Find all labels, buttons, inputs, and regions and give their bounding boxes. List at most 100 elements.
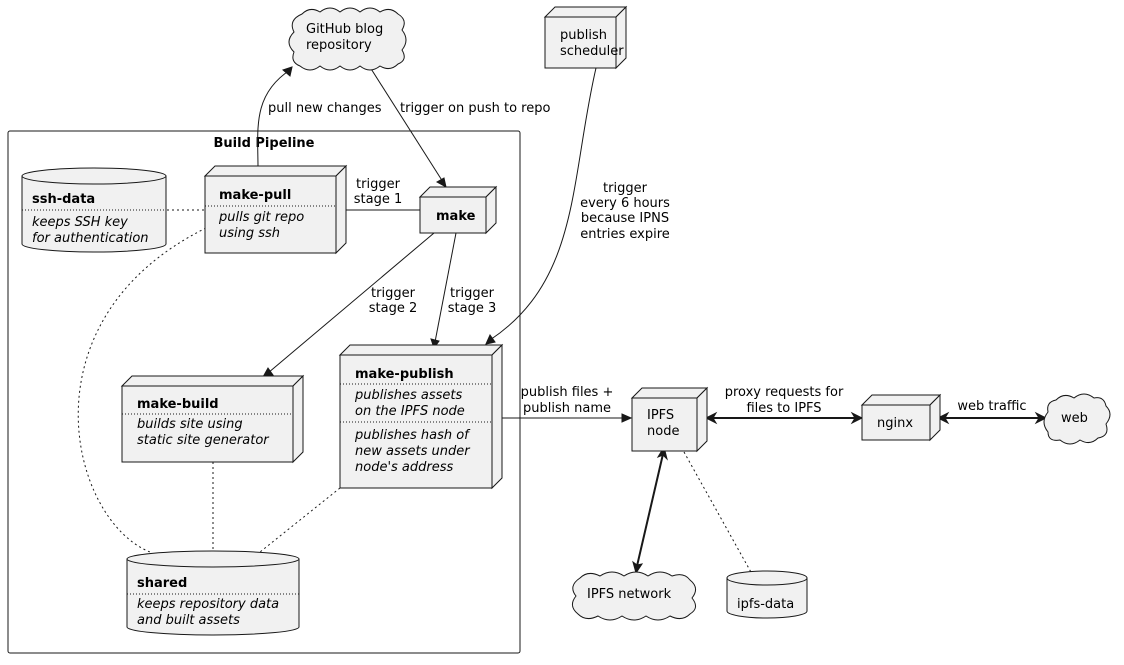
link-ipfs-node-data (683, 451, 753, 575)
edge-trigger-stage2 (267, 232, 435, 374)
node-make[interactable]: make (418, 185, 498, 235)
label-stage2-line2: stage 2 (369, 301, 418, 316)
label-publish-files-line1: publish files + (521, 385, 614, 400)
ssh-data-title: ssh-data (32, 192, 95, 207)
edge-trigger-on-push-arrowhead (435, 177, 447, 188)
node-ipfs-network[interactable]: IPFS network (572, 571, 696, 621)
node-make-pull[interactable]: make-pull pulls git repo using ssh (203, 164, 348, 255)
edge-proxy-requests-arrowhead-left (704, 411, 718, 425)
label-proxy-line2: files to IPFS (746, 401, 821, 416)
label-stage2-line1: trigger (371, 286, 416, 301)
ipfs-node-top-face (630, 387, 709, 399)
ipfs-node-label-line1: IPFS (647, 408, 674, 423)
github-label-line2: repository (306, 38, 372, 53)
cloud-shape-web (1043, 393, 1111, 445)
make-build-title: make-build (137, 397, 219, 412)
edge-ipfs-network-arrowhead-bottom (632, 560, 644, 575)
cluster-title: Build Pipeline (214, 136, 315, 151)
make-publish-title: make-publish (355, 367, 454, 382)
make-pull-top-face (203, 165, 348, 177)
make-build-top-face (120, 375, 305, 387)
node-nginx[interactable]: nginx (860, 393, 942, 442)
edge-pull-new-changes-arrowhead (282, 66, 293, 77)
make-pull-desc-line2: using ssh (219, 226, 280, 241)
make-pull-desc-line1: pulls git repo (218, 210, 304, 225)
make-pull-title: make-pull (219, 188, 291, 203)
link-make-pull-shared (77, 227, 207, 553)
link-make-publish-shared (259, 487, 341, 553)
edge-ipfs-network (636, 453, 664, 567)
label-trigger-on-push: trigger on push to repo (400, 101, 550, 116)
github-label-line1: GitHub blog (306, 22, 383, 37)
ipfs-node-label-line2: node (647, 424, 679, 439)
make-publish-desc-line3: publishes hash of (354, 428, 471, 443)
make-build-side-face (292, 374, 304, 464)
label-publish-files-line2: publish name (523, 401, 611, 416)
make-top-face (418, 186, 498, 198)
scheduler-front-face (544, 16, 617, 69)
label-stage3-line1: trigger (450, 286, 495, 301)
ssh-data-desc-line1: keeps SSH key (32, 215, 128, 230)
ipfs-node-side-face (696, 386, 708, 453)
edge-proxy-requests-arrowhead-right (850, 411, 864, 425)
make-publish-side-face (491, 343, 503, 490)
label-proxy-line1: proxy requests for (725, 385, 844, 400)
edge-publish-files-arrowhead (621, 413, 633, 423)
ssh-data-desc-line2: for authentication (32, 231, 149, 246)
nginx-title: nginx (877, 416, 913, 431)
make-build-desc-line1: builds site using (137, 417, 243, 432)
node-ipfs-data[interactable]: ipfs-data (726, 570, 808, 619)
edge-trigger-stage3 (434, 232, 457, 343)
label-web-traffic: web traffic (957, 399, 1026, 414)
shared-desc-line1: keeps repository data (137, 597, 279, 612)
edge-trigger-on-push (367, 63, 444, 183)
label-every6-line3: because IPNS (581, 211, 669, 226)
node-web[interactable]: web (1043, 393, 1111, 445)
ssh-data-body (21, 175, 167, 253)
make-front-face (419, 196, 487, 234)
make-build-desc-line2: static site generator (137, 433, 270, 448)
make-publish-desc-line1: publishes assets (354, 388, 462, 403)
ipfs-data-body (726, 577, 808, 619)
node-ssh-data[interactable]: ssh-data keeps SSH key for authenticatio… (21, 167, 167, 253)
make-publish-desc-line5: node's address (355, 460, 454, 475)
shared-top (126, 550, 300, 568)
ipfs-data-title: ipfs-data (737, 597, 794, 612)
edge-trigger-every-6-hours (489, 67, 597, 341)
shared-body (126, 558, 300, 636)
node-ipfs-node[interactable]: IPFS node (630, 386, 709, 453)
make-build-front-face (121, 385, 294, 463)
edge-pull-new-changes (257, 69, 291, 169)
node-shared[interactable]: shared keeps repository data and built a… (126, 550, 300, 636)
shared-desc-line2: and built assets (137, 613, 240, 628)
node-make-build[interactable]: make-build builds site using static site… (120, 374, 305, 464)
node-github-repository[interactable]: GitHub blog repository (288, 7, 407, 71)
ssh-data-top (21, 167, 167, 185)
node-make-publish[interactable]: make-publish publishes assets on the IPF… (338, 343, 504, 490)
nginx-front-face (861, 404, 931, 441)
make-title: make (436, 209, 476, 224)
edge-web-traffic-arrowhead-left (936, 411, 950, 425)
make-pull-front-face (204, 175, 337, 254)
edge-labels: pull new changes trigger on push to repo… (268, 101, 1027, 416)
scheduler-label-line2: scheduler (560, 44, 624, 59)
web-title: web (1061, 411, 1088, 426)
ipfs-network-title: IPFS network (587, 587, 672, 602)
label-stage1-line2: stage 1 (354, 192, 403, 207)
make-pull-side-face (335, 164, 347, 255)
node-publish-scheduler[interactable]: publish scheduler (543, 5, 628, 70)
shared-title: shared (137, 576, 187, 591)
label-every6-line4: entries expire (580, 227, 670, 242)
nginx-top-face (860, 394, 942, 406)
label-pull-new-changes: pull new changes (268, 101, 382, 116)
ipfs-data-top (726, 570, 808, 586)
scheduler-top-face (543, 6, 628, 18)
label-every6-line2: every 6 hours (580, 196, 670, 211)
label-stage1-line1: trigger (356, 177, 401, 192)
make-publish-top-face (338, 344, 504, 356)
edge-web-traffic-arrowhead-right (1034, 411, 1048, 425)
cloud-shape-github (288, 7, 407, 71)
edge-trigger-every-6-hours-arrowhead (485, 333, 496, 345)
